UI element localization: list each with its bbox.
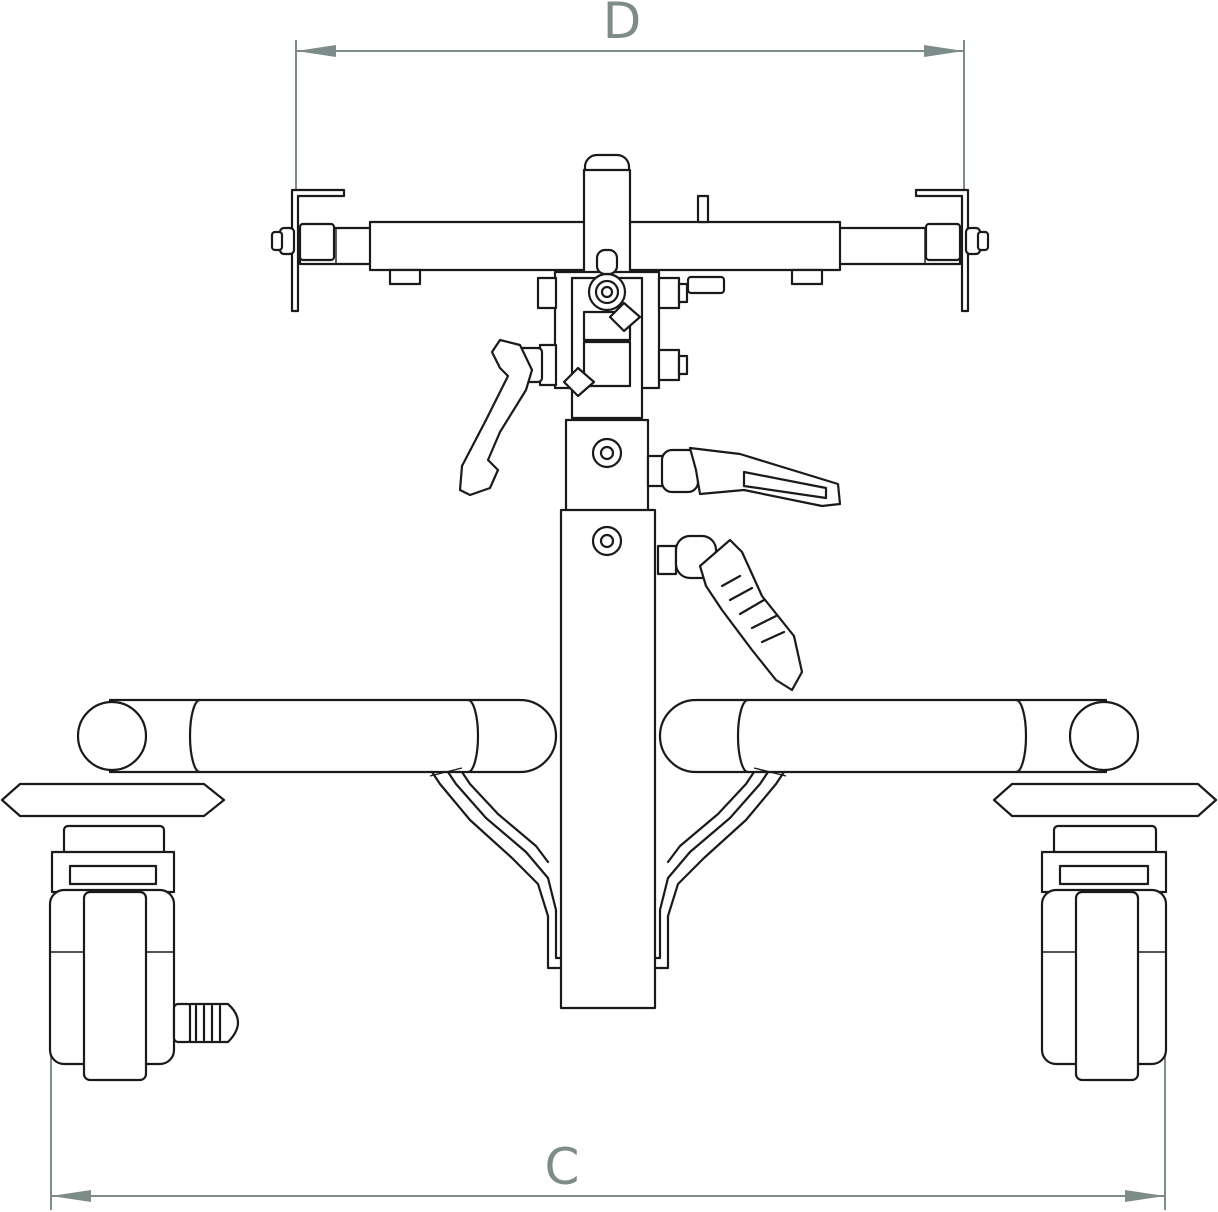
dimension-c-label: C bbox=[545, 1138, 580, 1196]
caster-left-plate bbox=[0, 782, 226, 818]
lever-lower-handle bbox=[698, 538, 804, 692]
side-bracket-right bbox=[914, 188, 970, 313]
crossbar-end-block-left bbox=[298, 222, 336, 262]
base-arm-right bbox=[658, 698, 1140, 774]
crossbar-foot-right bbox=[790, 268, 824, 286]
base-arm-right-tube bbox=[658, 698, 1108, 774]
top-crossbar bbox=[270, 188, 990, 313]
caster-right-wheel bbox=[1074, 890, 1140, 1082]
clamp-bolt-head bbox=[595, 248, 619, 276]
clamp-lever-left bbox=[458, 338, 558, 497]
caster-right-swivel bbox=[1052, 824, 1158, 856]
side-bracket-left bbox=[290, 188, 346, 313]
clamp-nut-right-bottom bbox=[657, 348, 681, 382]
column-lower-tube bbox=[559, 508, 657, 1010]
lever-left-handle bbox=[458, 338, 534, 497]
dimension-d-label: D bbox=[603, 0, 642, 50]
caster-left-brake bbox=[172, 1002, 240, 1044]
central-column bbox=[536, 153, 726, 1010]
caster-right-fork-nut bbox=[1058, 864, 1150, 886]
base-arm-left-knuckle bbox=[76, 700, 148, 772]
base-arm-right-knuckle bbox=[1068, 700, 1140, 772]
caster-right-plate bbox=[992, 782, 1218, 818]
base-arm-left-tube bbox=[108, 698, 558, 774]
dimension-d: D bbox=[295, 0, 965, 190]
crossbar-pin bbox=[696, 194, 710, 224]
clamp-tab bbox=[686, 275, 726, 295]
dimension-c: C bbox=[50, 1040, 1166, 1210]
clamp-nut-left bbox=[536, 276, 558, 310]
support-strut-right bbox=[653, 767, 787, 970]
support-strut-left bbox=[429, 767, 563, 970]
crossbar-foot-left bbox=[388, 268, 422, 286]
base-arm-left bbox=[76, 698, 558, 774]
clamp-lever-middle bbox=[646, 446, 842, 508]
clamp-lever-lower bbox=[656, 534, 804, 692]
clamp-nut-right-top bbox=[657, 276, 681, 310]
lever-lower-hub bbox=[656, 544, 678, 576]
caster-left bbox=[0, 782, 240, 1082]
caster-left-swivel bbox=[62, 824, 166, 856]
clamp-diamond-upper bbox=[608, 301, 642, 333]
caster-left-wheel bbox=[82, 890, 148, 1082]
crossbar-end-block-right bbox=[924, 222, 962, 262]
caster-left-fork-nut bbox=[68, 864, 158, 886]
caster-right bbox=[992, 782, 1218, 1082]
clamp-diamond-lower bbox=[562, 366, 596, 398]
